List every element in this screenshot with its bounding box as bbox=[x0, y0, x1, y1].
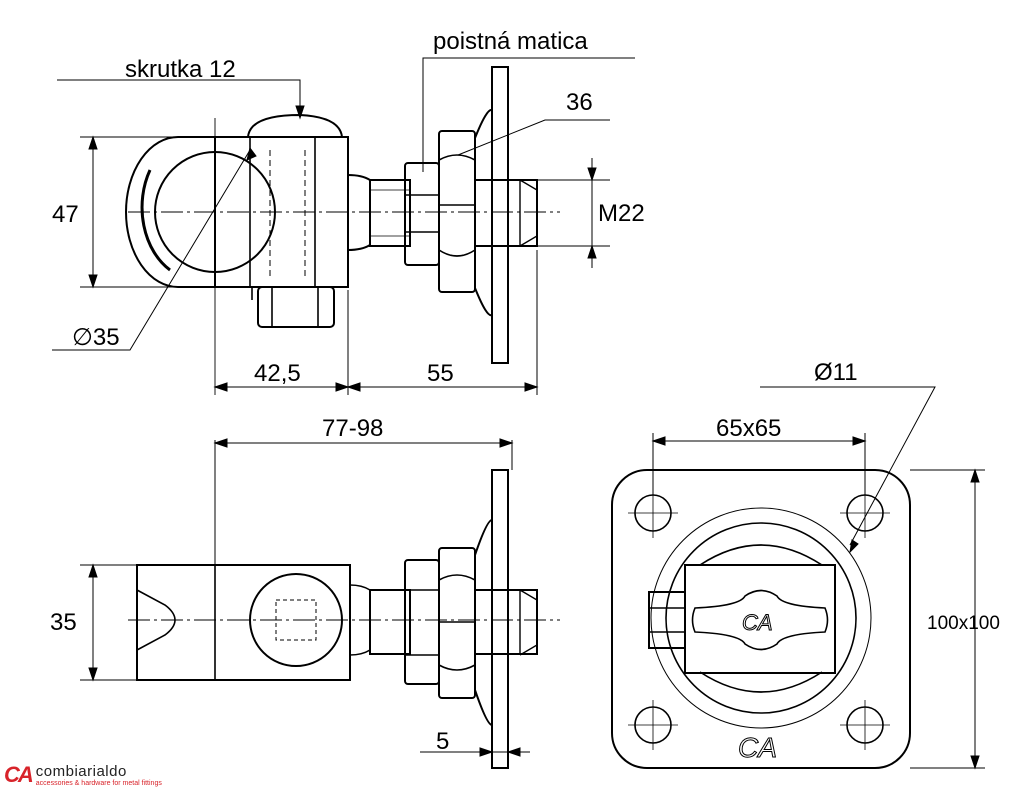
front-view-plate bbox=[611, 469, 911, 769]
locknut-label: poistná matica bbox=[433, 28, 588, 55]
hinge-logo: CA bbox=[742, 610, 773, 635]
length-b-label: 55 bbox=[427, 360, 454, 387]
side-view-hinge bbox=[128, 469, 560, 769]
height-top-label: 47 bbox=[52, 201, 79, 228]
brand-logo-mark: CA bbox=[4, 762, 34, 787]
height-side-label: 35 bbox=[50, 609, 77, 636]
side-view-dimensions bbox=[80, 438, 530, 757]
hole-diameter-label: Ø11 bbox=[814, 359, 858, 386]
brand-tagline: accessories & hardware for metal fitting… bbox=[35, 779, 162, 787]
plate-size-label: 100x100 bbox=[927, 613, 1000, 634]
screw-label: skrutka 12 bbox=[125, 56, 236, 83]
front-view-dimensions bbox=[651, 386, 985, 770]
length-a-label: 42,5 bbox=[254, 360, 301, 387]
hole-spacing-label: 65x65 bbox=[716, 415, 781, 442]
plate-logo: CA bbox=[738, 732, 777, 763]
brand-footer: CA combiarialdo accessories & hardware f… bbox=[4, 760, 162, 790]
plate-thickness-label: 5 bbox=[436, 728, 449, 755]
brand-name: combiarialdo bbox=[35, 762, 127, 780]
eye-diameter-label: ∅35 bbox=[72, 324, 120, 351]
adjust-range-label: 77-98 bbox=[322, 415, 383, 442]
nut-size-label: 36 bbox=[566, 89, 593, 116]
top-view-dimensions bbox=[52, 57, 635, 395]
thread-label: M22 bbox=[598, 200, 645, 227]
top-view-hinge bbox=[125, 66, 560, 395]
